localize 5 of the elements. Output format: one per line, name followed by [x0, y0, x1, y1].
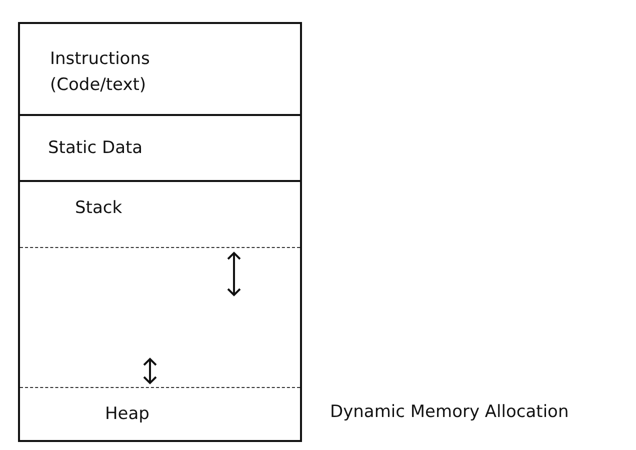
segment-label: Stack	[75, 198, 122, 218]
segment-label: Instructions (Code/text)	[50, 48, 151, 97]
segment-label: Static Data	[48, 138, 143, 158]
segment-annotation: Dynamic Memory Allocation	[330, 402, 569, 422]
segment-label: Heap	[105, 404, 150, 424]
